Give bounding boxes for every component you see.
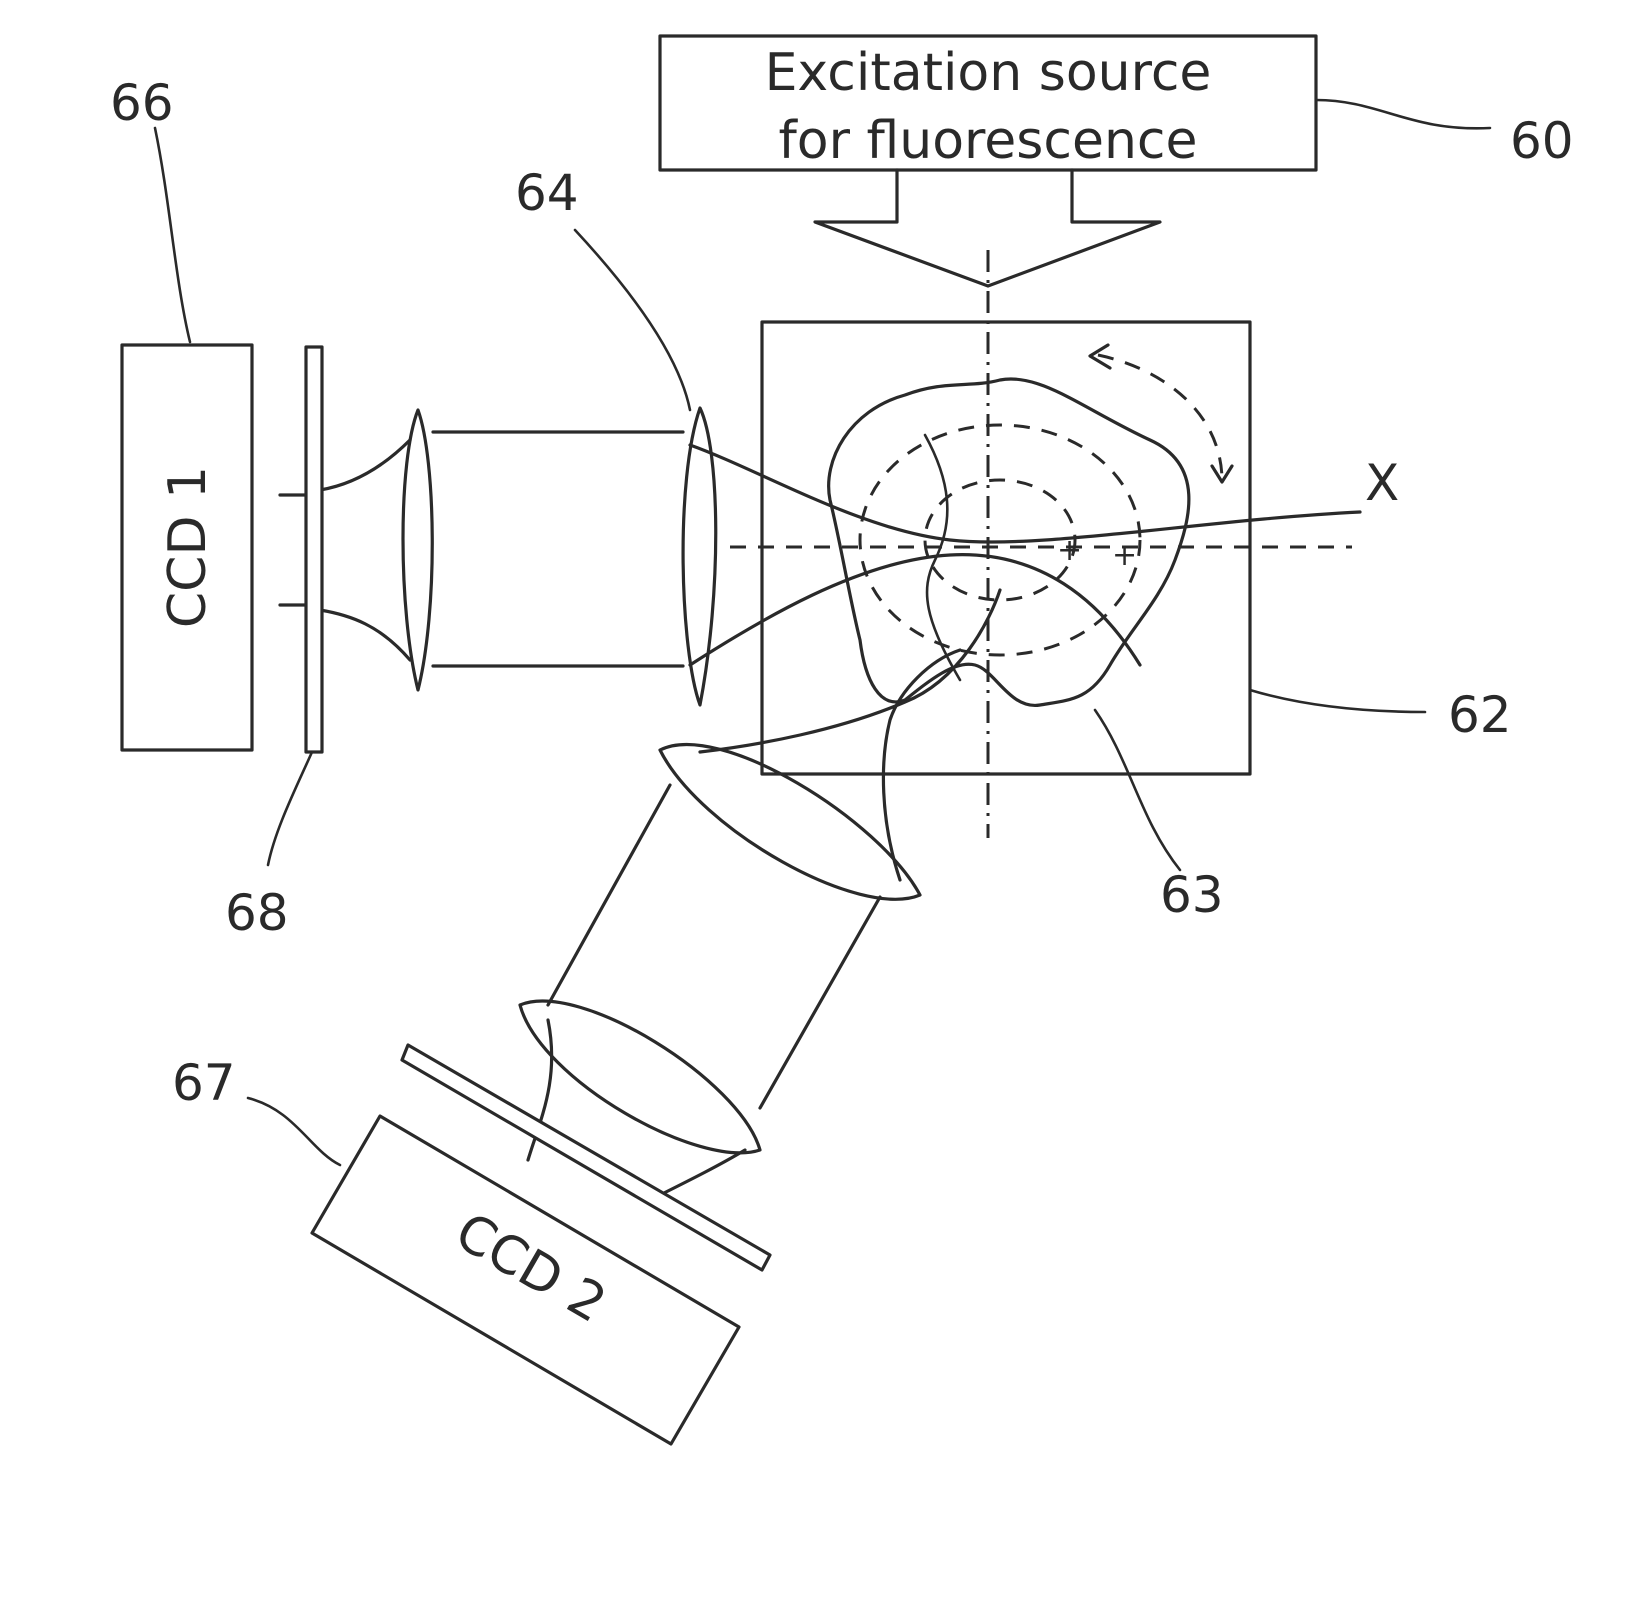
ref-64: 64 bbox=[515, 164, 579, 222]
leader-lines bbox=[155, 100, 1490, 1165]
ref-68: 68 bbox=[225, 884, 289, 942]
ref-60: 60 bbox=[1510, 112, 1574, 170]
source-label-line2: for fluorescence bbox=[779, 111, 1198, 171]
axis-label-x: X bbox=[1365, 454, 1399, 512]
ccd1-optical-path bbox=[280, 408, 1360, 705]
rotation-arrow bbox=[1090, 345, 1232, 482]
source-label-line1: Excitation source bbox=[765, 43, 1212, 103]
cross-mark-2: + bbox=[1112, 538, 1137, 573]
ref-67: 67 bbox=[172, 1054, 236, 1112]
ccd2-camera: CCD 2 bbox=[312, 1116, 739, 1444]
filter-plate-1 bbox=[306, 347, 322, 752]
ref-63: 63 bbox=[1160, 866, 1224, 924]
ccd1-label: CCD 1 bbox=[158, 466, 218, 628]
rotation-ellipse-outer bbox=[860, 425, 1140, 655]
ccd1-camera: CCD 1 bbox=[122, 345, 252, 750]
ref-66: 66 bbox=[110, 74, 174, 132]
ref-62: 62 bbox=[1448, 686, 1512, 744]
excitation-source: Excitation source for fluorescence bbox=[660, 36, 1316, 171]
